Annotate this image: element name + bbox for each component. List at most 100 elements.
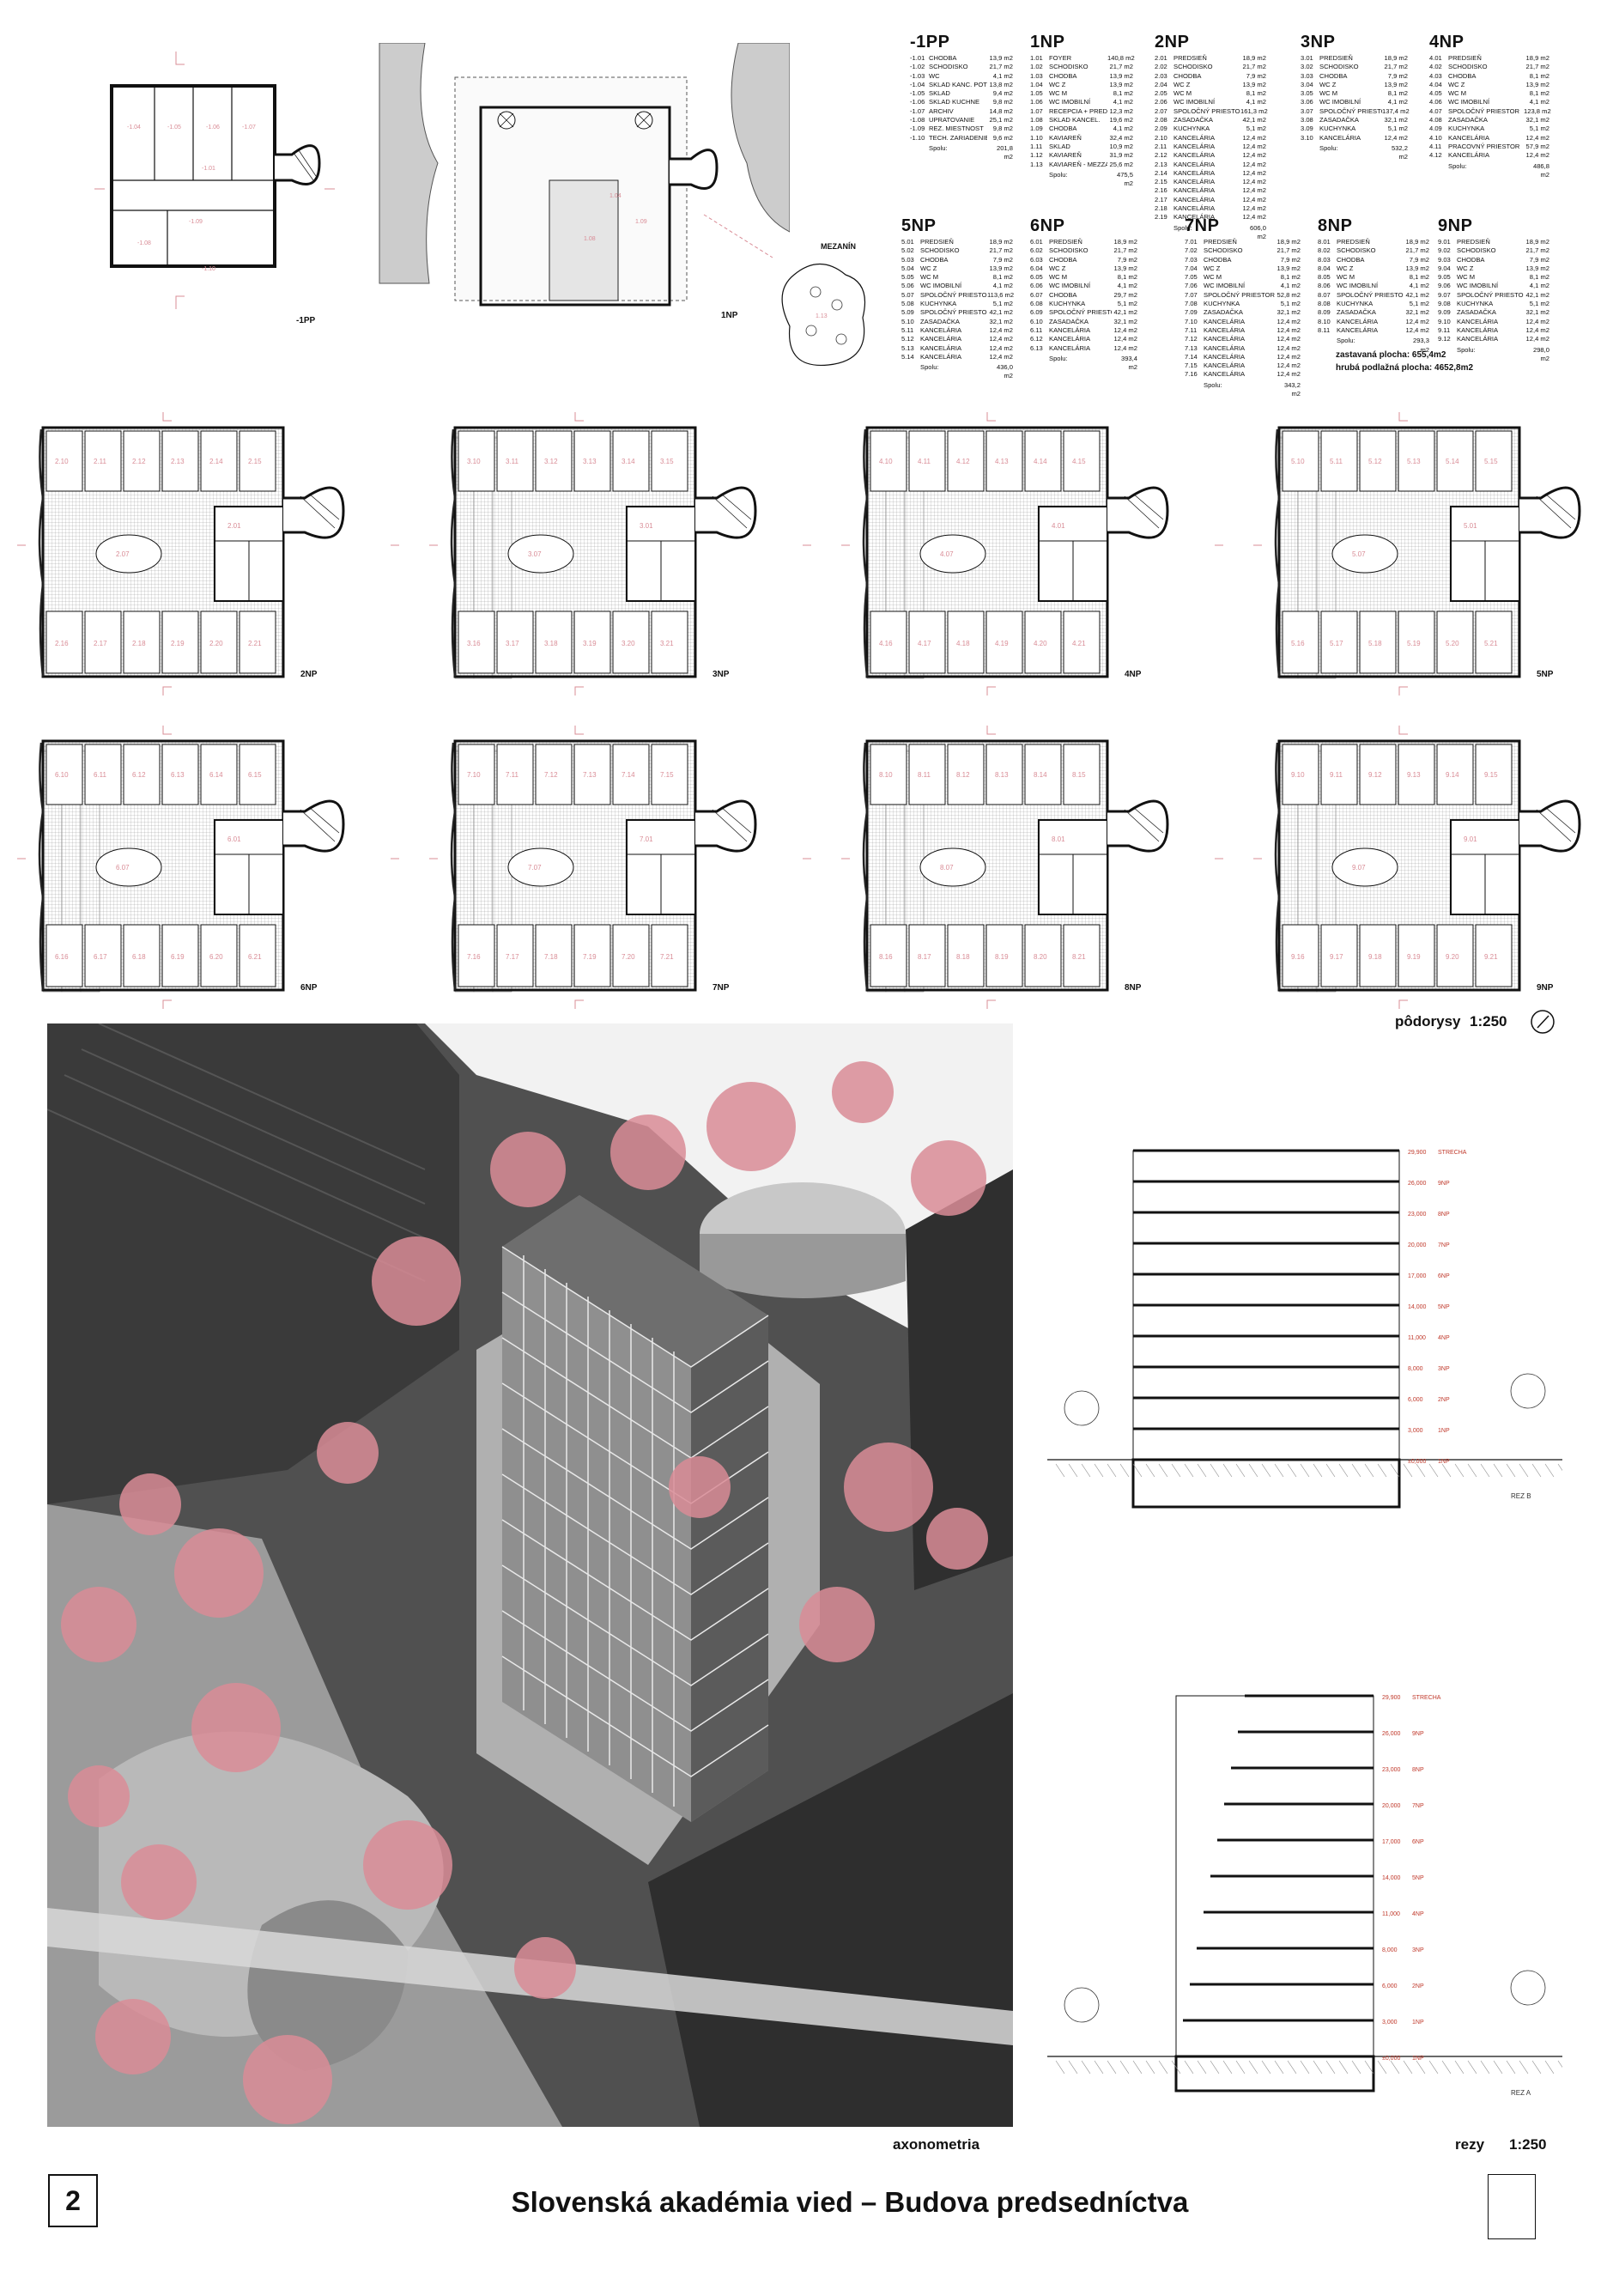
room-area: 12,4 m2	[1525, 325, 1549, 334]
room-name: WC Z	[1049, 264, 1066, 272]
room-area: 7,9 m2	[992, 255, 1013, 264]
sum-area: 393,4 m2	[1120, 354, 1137, 372]
room-code: -1.08	[910, 116, 925, 125]
tree-icon	[243, 2035, 332, 2124]
room-name: WC Z	[1448, 80, 1465, 88]
room-name: KANCELÁRIA	[1448, 151, 1490, 160]
room-code: 5.01	[901, 238, 914, 246]
room-area: 32,4 m2	[1109, 133, 1133, 142]
level-tag: 1NP	[1412, 2056, 1424, 2062]
room-name: ZASADAČKA	[1448, 116, 1488, 125]
svg-text:3.12: 3.12	[544, 458, 558, 465]
room-code: 9.05	[1438, 273, 1451, 282]
svg-text:9.20: 9.20	[1446, 953, 1459, 961]
room-code: 9.06	[1438, 282, 1451, 290]
svg-text:1.08: 1.08	[584, 236, 596, 242]
room-code: 5.12	[901, 335, 914, 343]
floor-label-mezanin: MEZANÍN	[821, 242, 856, 251]
room-area: 13,9 m2	[1109, 71, 1133, 80]
room-area: 12,4 m2	[1277, 370, 1301, 379]
svg-text:6.19: 6.19	[171, 953, 185, 961]
room-area: 8,1 m2	[1409, 273, 1429, 282]
room-code: 7.02	[1185, 246, 1198, 255]
svg-text:2.07: 2.07	[116, 550, 130, 558]
room-name: KANCELÁRIA	[1204, 370, 1246, 379]
room-code: 1.11	[1030, 142, 1043, 150]
room-area: 13,9 m2	[1277, 264, 1301, 272]
room-code: 2.06	[1155, 98, 1167, 106]
room-code: 8.04	[1318, 264, 1331, 272]
room-code: 2.18	[1155, 204, 1167, 213]
svg-text:-1.01: -1.01	[202, 166, 215, 172]
room-code: 5.02	[901, 246, 914, 255]
room-name: CHODBA	[1337, 255, 1365, 264]
svg-text:5.10: 5.10	[1291, 458, 1305, 465]
level-tag: 9NP	[1438, 1181, 1450, 1187]
room-table-head: 2NP	[1155, 33, 1190, 52]
room-area: 8,1 m2	[992, 273, 1013, 282]
room-name: WC IMOBILNÍ	[1337, 282, 1379, 290]
room-area: 21,7 m2	[1525, 246, 1549, 255]
room-code: 5.06	[901, 282, 914, 290]
room-code: 5.14	[901, 352, 914, 361]
floor-label-np3: 3NP	[713, 670, 730, 679]
room-area: 4,1 m2	[1529, 98, 1549, 106]
room-name: CHODBA	[1049, 255, 1077, 264]
room-name: CHODBA	[1049, 125, 1077, 133]
room-code: 7.12	[1185, 335, 1198, 343]
elevation-label: 20,000	[1382, 1803, 1401, 1809]
level-tag: STRECHA	[1412, 1695, 1441, 1701]
room-name: CHODBA	[1049, 290, 1077, 299]
room-name: KANCELÁRIA	[1173, 195, 1216, 203]
svg-text:5.15: 5.15	[1484, 458, 1498, 465]
svg-text:5.19: 5.19	[1407, 640, 1421, 647]
room-code: 6.13	[1030, 343, 1043, 352]
plan-mezanin: 1.13	[777, 258, 888, 378]
room-table-sum: Spolu:486,8 m2	[1429, 162, 1549, 180]
room-name: KUCHYNKA	[1457, 300, 1494, 308]
room-area: 12,4 m2	[1277, 335, 1301, 343]
room-code: 9.10	[1438, 317, 1451, 325]
tree-icon	[95, 1999, 171, 2074]
room-area: 4,1 m2	[1529, 282, 1549, 290]
room-area: 7,9 m2	[1246, 71, 1266, 80]
room-name: KANCELÁRIA	[1204, 325, 1246, 334]
svg-text:9.21: 9.21	[1484, 953, 1498, 961]
room-area: 13,9 m2	[1113, 264, 1137, 272]
room-name: WC Z	[1204, 264, 1221, 272]
svg-text:6.18: 6.18	[132, 953, 146, 961]
svg-text:3.07: 3.07	[528, 550, 542, 558]
svg-text:6.07: 6.07	[116, 864, 130, 872]
room-code: 1.02	[1030, 63, 1043, 71]
room-name: SPOLOČNÝ PRIESTOR	[1448, 106, 1519, 115]
room-code: 7.13	[1185, 343, 1198, 352]
floor-label-np8: 8NP	[1125, 983, 1142, 993]
room-code: 3.06	[1301, 98, 1313, 106]
svg-text:6.11: 6.11	[94, 771, 107, 779]
room-area: 7,9 m2	[1409, 255, 1429, 264]
room-area: 32,1 m2	[1525, 308, 1549, 317]
floor-label-np2: 2NP	[300, 670, 318, 679]
room-table-head: 7NP	[1185, 216, 1220, 235]
svg-text:8.17: 8.17	[918, 953, 931, 961]
room-name: WC IMOBILNÍ	[1457, 282, 1499, 290]
room-code: 2.16	[1155, 186, 1167, 195]
room-code: 8.05	[1318, 273, 1331, 282]
room-code: -1.02	[910, 63, 925, 71]
sum-area: 486,8 m2	[1532, 161, 1549, 179]
